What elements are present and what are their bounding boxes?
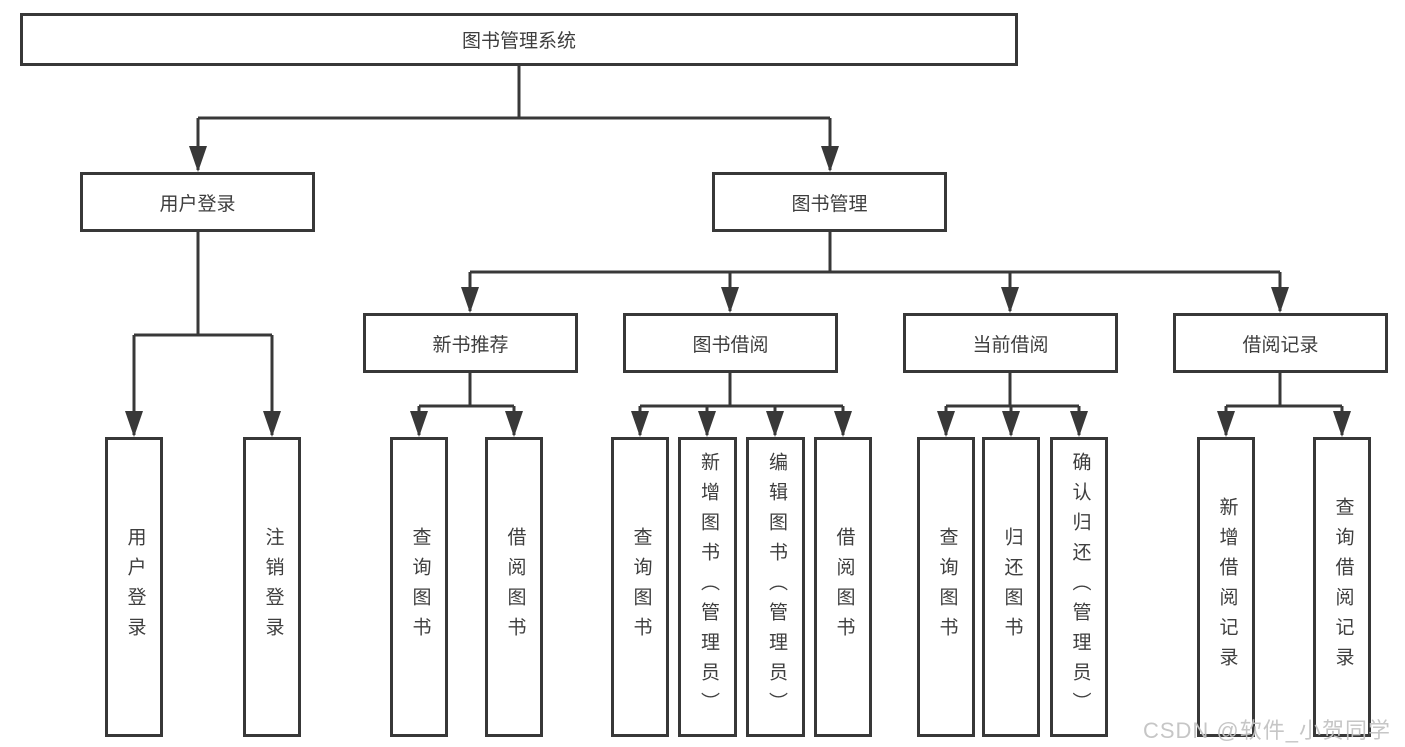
node-user-login-branch-label: 用户登录 — [159, 193, 236, 215]
leaf-return-book: 归还图书 — [982, 437, 1040, 737]
node-current-borrowing: 当前借阅 — [903, 313, 1118, 373]
leaf-logout: 注销登录 — [243, 437, 301, 737]
leaf-add-book-admin: 新增图书（管理员） — [678, 437, 737, 737]
leaf-add-borrow-record: 新增借阅记录 — [1197, 437, 1255, 737]
arrowheads — [125, 146, 1351, 437]
node-root-label: 图书管理系统 — [461, 31, 576, 52]
leaf-query-books-recommend: 查询图书 — [390, 437, 448, 737]
node-borrowing-records-label: 借阅记录 — [1242, 334, 1319, 356]
node-new-book-recommend-label: 新书推荐 — [432, 334, 509, 356]
node-book-borrowing: 图书借阅 — [623, 313, 838, 373]
leaf-query-borrow-record: 查询借阅记录 — [1313, 437, 1371, 737]
node-root: 图书管理系统 — [20, 13, 1018, 66]
node-user-login-branch: 用户登录 — [80, 172, 315, 232]
leaf-edit-book-admin: 编辑图书（管理员） — [746, 437, 805, 737]
node-new-book-recommend: 新书推荐 — [363, 313, 578, 373]
leaf-user-login: 用户登录 — [105, 437, 163, 737]
leaf-query-books-borrowing: 查询图书 — [611, 437, 669, 737]
node-borrowing-records: 借阅记录 — [1173, 313, 1388, 373]
leaf-borrow-books-recommend: 借阅图书 — [485, 437, 543, 737]
csdn-watermark: CSDN @软件_小贺同学 — [1142, 718, 1391, 743]
node-book-borrowing-label: 图书借阅 — [692, 334, 769, 356]
node-book-management: 图书管理 — [712, 172, 947, 232]
node-book-management-label: 图书管理 — [791, 193, 868, 215]
leaf-query-books-current: 查询图书 — [917, 437, 975, 737]
leaf-confirm-return-admin: 确认归还（管理员） — [1050, 437, 1108, 737]
leaf-borrow-books-borrowing: 借阅图书 — [814, 437, 872, 737]
node-current-borrowing-label: 当前借阅 — [972, 334, 1049, 356]
